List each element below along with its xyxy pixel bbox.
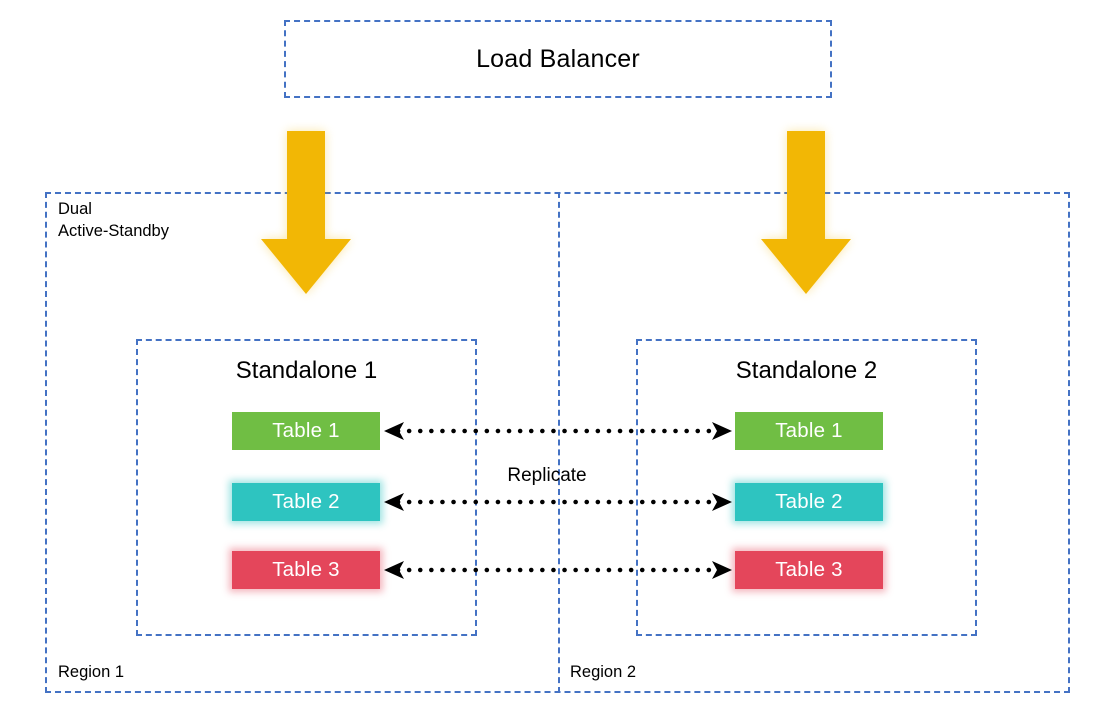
load-balancer-box: Load Balancer (284, 20, 832, 98)
standalone-2-table-1[interactable]: Table 1 (735, 412, 883, 450)
replicate-label: Replicate (507, 465, 587, 486)
standalone-2-title: Standalone 2 (735, 357, 878, 384)
standalone-1-table-1[interactable]: Table 1 (232, 412, 380, 450)
load-balancer-label: Load Balancer (476, 44, 640, 73)
table-label: Table 1 (775, 419, 843, 442)
standalone-1-table-2[interactable]: Table 2 (232, 483, 380, 521)
region-2-label: Region 2 (570, 663, 637, 681)
table-label: Table 1 (272, 419, 340, 442)
standalone-2-table-3[interactable]: Table 3 (735, 551, 883, 589)
ingress-arrow-region-2-icon (761, 131, 851, 294)
table-label: Table 2 (775, 490, 843, 513)
dual-active-standby-container (45, 192, 1070, 693)
standalone-1-title: Standalone 1 (235, 357, 378, 384)
region-1-label: Region 1 (58, 663, 125, 681)
region-divider (558, 192, 560, 693)
standalone-2-table-2[interactable]: Table 2 (735, 483, 883, 521)
standalone-1-table-3[interactable]: Table 3 (232, 551, 380, 589)
table-label: Table 3 (775, 558, 843, 581)
standalone-1-box: Standalone 1 (136, 339, 477, 636)
table-label: Table 2 (272, 490, 340, 513)
table-label: Table 3 (272, 558, 340, 581)
standalone-2-box: Standalone 2 (636, 339, 977, 636)
dual-active-standby-label: Dual Active-Standby (58, 200, 169, 240)
ingress-arrow-region-1-icon (261, 131, 351, 294)
